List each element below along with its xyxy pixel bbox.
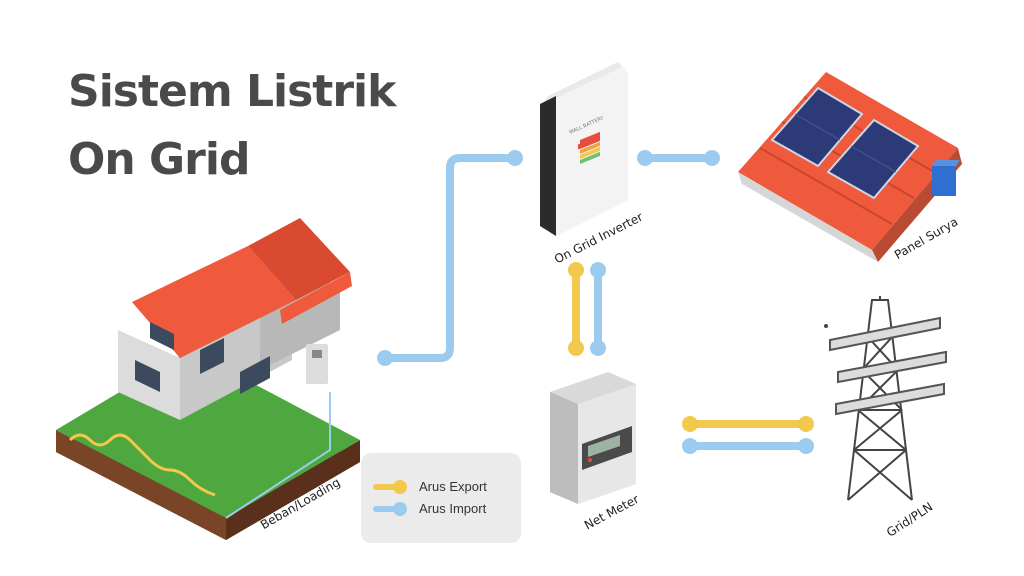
- tower-cable-dot: [824, 324, 828, 328]
- legend-export-label: Arus Export: [419, 479, 487, 494]
- import-swatch: [373, 501, 407, 516]
- legend-import-label: Arus Import: [419, 501, 487, 516]
- export-swatch: [373, 479, 407, 494]
- connector-inverter-meter: [568, 262, 606, 356]
- transmission-tower-illustration: [829, 296, 947, 501]
- legend-import: Arus Import: [373, 501, 486, 516]
- solar-roof-illustration: [738, 72, 962, 262]
- inverter-illustration: WALL BATTERY: [540, 62, 628, 236]
- connector-meter-grid: [682, 416, 814, 454]
- connector-house-inverter: [377, 150, 523, 366]
- net-meter-illustration: [550, 372, 636, 504]
- house-illustration: [56, 218, 360, 540]
- title-line-1: Sistem Listrik: [68, 66, 396, 117]
- legend-export: Arus Export: [373, 479, 487, 494]
- legend: Arus Export Arus Import: [361, 453, 521, 543]
- title-line-2: On Grid: [68, 134, 250, 185]
- connector-inverter-solar: [637, 150, 720, 166]
